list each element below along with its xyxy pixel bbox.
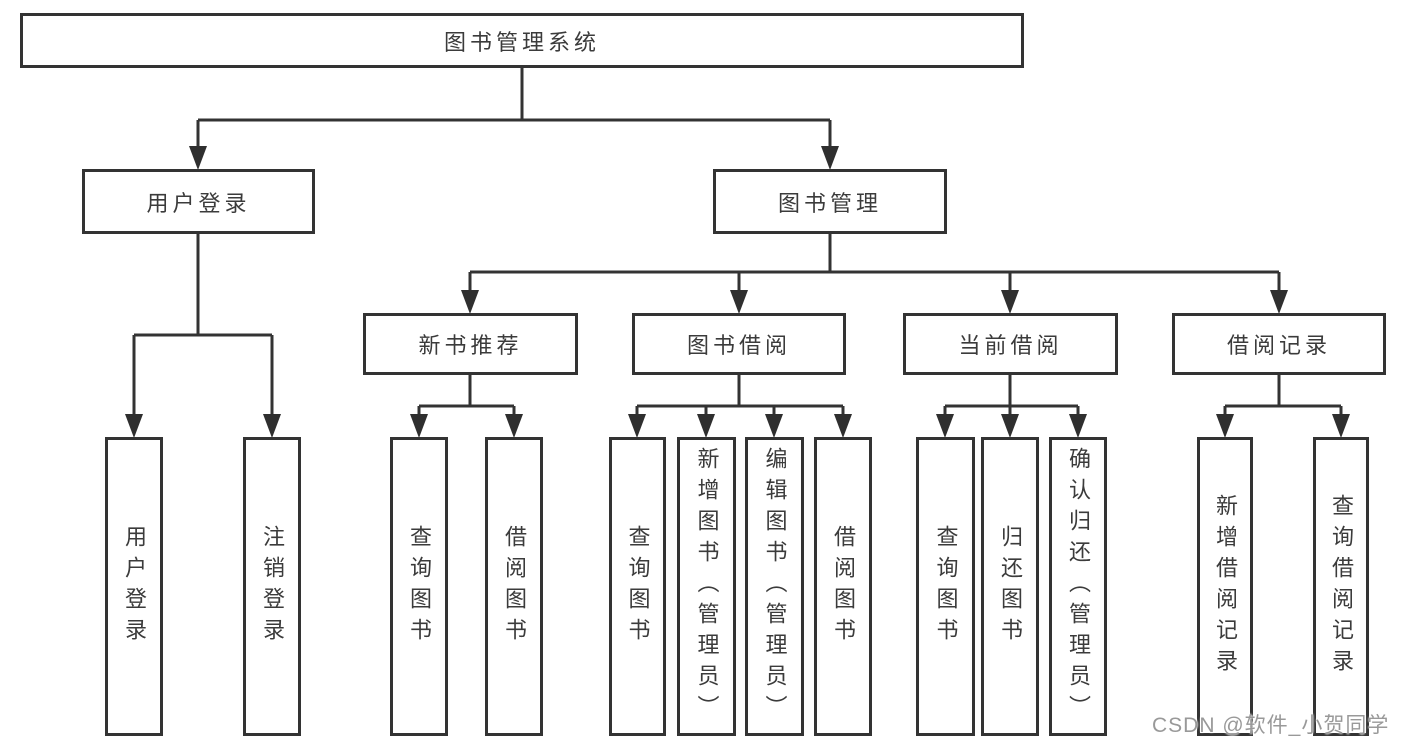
node-user-login: 用户登录 xyxy=(82,169,315,234)
leaf-borrow-query-books: 查询图书 xyxy=(609,437,666,736)
arrow-down-icon xyxy=(628,414,646,438)
arrow-down-icon xyxy=(410,414,428,438)
leaf-newbook-borrow-books: 借阅图书 xyxy=(485,437,543,736)
node-label: 查询图书 xyxy=(407,524,432,649)
leaf-current-query-books: 查询图书 xyxy=(916,437,975,736)
arrow-down-icon xyxy=(263,414,281,438)
node-label: 确认归还（管理员） xyxy=(1066,447,1091,726)
arrow-down-icon xyxy=(1216,414,1234,438)
leaf-newbook-query-books: 查询图书 xyxy=(390,437,448,736)
node-current-borrowing: 当前借阅 xyxy=(903,313,1118,375)
arrow-down-icon xyxy=(1069,414,1087,438)
arrow-down-icon xyxy=(834,414,852,438)
leaf-borrow-add-books-admin: 新增图书（管理员） xyxy=(677,437,736,736)
node-label: 借阅记录 xyxy=(1226,333,1331,358)
leaf-borrow-edit-books-admin: 编辑图书（管理员） xyxy=(745,437,804,736)
leaf-records-query-record: 查询借阅记录 xyxy=(1313,437,1369,736)
node-label: 新增借阅记录 xyxy=(1213,493,1238,680)
node-label: 图书借阅 xyxy=(686,333,791,358)
node-label: 新书推荐 xyxy=(418,333,523,358)
node-label: 借阅图书 xyxy=(831,524,856,649)
node-book-borrowing: 图书借阅 xyxy=(632,313,846,375)
leaf-user-login: 用户登录 xyxy=(105,437,163,736)
arrow-down-icon xyxy=(821,146,839,170)
node-book-management: 图书管理 xyxy=(713,169,947,234)
leaf-logout: 注销登录 xyxy=(243,437,301,736)
leaf-records-add-record: 新增借阅记录 xyxy=(1197,437,1253,736)
node-label: 图书管理系统 xyxy=(443,29,600,55)
leaf-current-return-books: 归还图书 xyxy=(981,437,1039,736)
leaf-current-confirm-return-admin: 确认归还（管理员） xyxy=(1049,437,1107,736)
node-label: 注销登录 xyxy=(260,524,285,649)
arrow-down-icon xyxy=(1270,290,1288,314)
leaf-borrow-borrow-books: 借阅图书 xyxy=(814,437,872,736)
arrow-down-icon xyxy=(461,290,479,314)
watermark: CSDN @软件_小贺同学 xyxy=(1152,714,1390,737)
node-borrowing-records: 借阅记录 xyxy=(1172,313,1386,375)
arrow-down-icon xyxy=(189,146,207,170)
arrow-down-icon xyxy=(125,414,143,438)
node-new-book-recommend: 新书推荐 xyxy=(363,313,578,375)
node-label: 当前借阅 xyxy=(958,333,1063,358)
arrow-down-icon xyxy=(697,414,715,438)
arrow-down-icon xyxy=(1001,414,1019,438)
arrow-down-icon xyxy=(1001,290,1019,314)
node-label: 归还图书 xyxy=(998,524,1023,649)
node-label: 新增图书（管理员） xyxy=(694,447,720,726)
node-label: 图书管理 xyxy=(777,190,882,216)
node-label: 用户登录 xyxy=(146,190,251,216)
arrow-down-icons xyxy=(125,146,1350,438)
node-label: 借阅图书 xyxy=(502,524,527,649)
arrow-down-icon xyxy=(765,414,783,438)
arrow-down-icon xyxy=(936,414,954,438)
node-label: 查询借阅记录 xyxy=(1329,493,1354,680)
node-label: 查询图书 xyxy=(933,524,959,649)
node-label: 查询图书 xyxy=(625,524,651,649)
node-label: 用户登录 xyxy=(122,524,147,649)
node-label: 编辑图书（管理员） xyxy=(762,447,788,726)
arrow-down-icon xyxy=(730,290,748,314)
arrow-down-icon xyxy=(1332,414,1350,438)
arrow-down-icon xyxy=(505,414,523,438)
node-root: 图书管理系统 xyxy=(20,13,1024,68)
tree-edges xyxy=(132,68,1343,433)
